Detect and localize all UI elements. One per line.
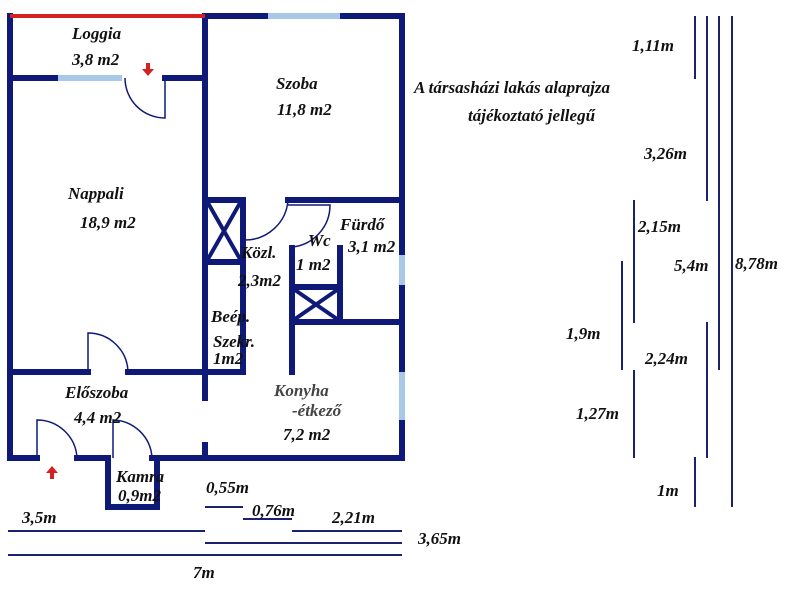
room-area-konyha: 7,2 m2: [283, 425, 331, 444]
room-area-szoba: 11,8 m2: [277, 100, 332, 119]
room-name-kamra: Kamra: [116, 467, 165, 486]
dim-7m: 7m: [193, 563, 215, 582]
dim-3-5m: 3,5m: [22, 508, 57, 527]
dim-5-4m: 5,4m: [674, 256, 709, 275]
shaft-crosses: [206, 202, 339, 321]
room-name-konyha: Konyha: [274, 381, 329, 400]
walls: [7, 13, 405, 510]
room-area-kozl: 2,3m2: [238, 271, 281, 290]
room-area-furdo: 3,1 m2: [348, 237, 396, 256]
room-area-loggia: 3,8 m2: [72, 50, 120, 69]
windows: [58, 13, 405, 420]
dim-1-9m: 1,9m: [566, 324, 601, 343]
dim-0-55m: 0,55m: [206, 478, 249, 497]
title-line-2: tájékoztató jellegű: [468, 106, 596, 125]
dim-3-65m: 3,65m: [418, 529, 461, 548]
room-area-beep: 1m2: [213, 349, 244, 368]
entry-arrows: [46, 63, 154, 479]
dim-2-21m: 2,21m: [332, 508, 375, 527]
dim-1-11m: 1,11m: [632, 36, 675, 55]
room-area-eloszoba: 4,4 m2: [74, 408, 122, 427]
dim-0-76m: 0,76m: [252, 501, 295, 520]
room-area-wc: 1 m2: [296, 255, 331, 274]
dimension-lines: [8, 16, 733, 556]
room-name-loggia: Loggia: [72, 24, 122, 43]
dim-2-15m: 2,15m: [638, 217, 681, 236]
dim-1m: 1m: [657, 481, 679, 500]
dim-2-24m: 2,24m: [645, 349, 688, 368]
room-name-wc: Wc: [308, 231, 331, 250]
dim-3-26m: 3,26m: [644, 144, 687, 163]
room-area-kamra: 0,9m2: [118, 486, 161, 505]
room-name-nappali: Nappali: [68, 184, 124, 203]
room-name-beep: Beép.: [211, 307, 251, 326]
room-name-szoba: Szoba: [276, 74, 318, 93]
room-name-etkezo: -étkező: [292, 401, 342, 420]
room-area-nappali: 18,9 m2: [80, 213, 136, 232]
room-name-eloszoba: Előszoba: [65, 383, 129, 402]
room-name-szekr: Szekr.: [213, 332, 256, 351]
room-name-furdo: Fürdő: [340, 215, 385, 234]
dim-1-27m: 1,27m: [576, 404, 619, 423]
dim-8-78m: 8,78m: [735, 254, 778, 273]
title-line-1: A társasházi lakás alaprajza: [414, 78, 611, 97]
doors: [36, 77, 331, 459]
room-name-kozl: Közl.: [241, 243, 277, 262]
